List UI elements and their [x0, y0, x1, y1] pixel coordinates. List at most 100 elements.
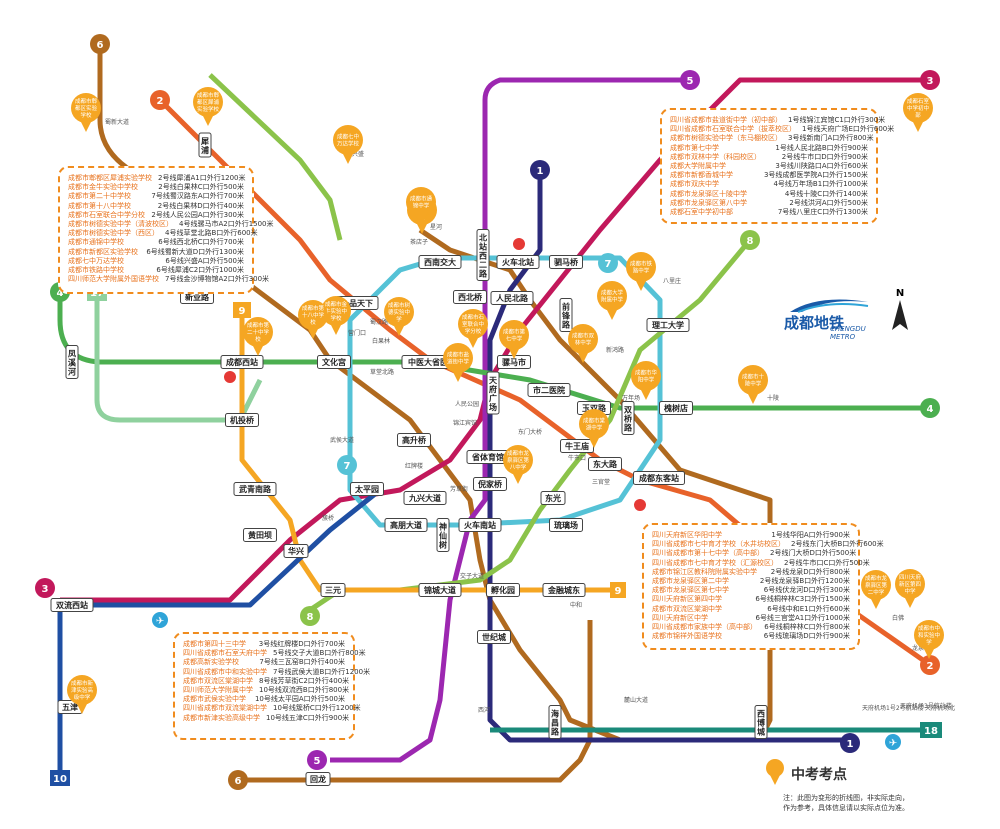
chengdu-metro-logo: 成都地铁 CHENGDU METRO — [784, 294, 874, 341]
exam-pin[interactable]: 成都市龙泉驿区第二中学 — [861, 570, 891, 609]
station-牛王庙[interactable]: 牛王庙 — [560, 439, 594, 453]
exam-pin[interactable]: 成都市金牛实验中学校 — [321, 296, 351, 335]
station-文化宫[interactable]: 文化宫 — [317, 355, 351, 369]
station-理工大学[interactable]: 理工大学 — [646, 318, 690, 332]
legend: 中考考点 — [763, 758, 883, 785]
station-三元[interactable]: 三元 — [320, 583, 346, 597]
station-火车北站[interactable]: 火车北站 — [496, 255, 540, 269]
school-name: 成都市双流区棠湖中学 — [183, 676, 253, 685]
station-天府广场[interactable]: 天府广场 — [486, 371, 500, 415]
svg-text:前: 前 — [562, 302, 570, 312]
station-槐树店[interactable]: 槐树店 — [659, 401, 693, 415]
station-label: 红牌楼 — [405, 462, 423, 470]
station-东大路[interactable]: 东大路 — [588, 457, 622, 471]
exam-pin[interactable]: 四川天府新区第四中学 — [895, 569, 925, 608]
station-金融城东[interactable]: 金融城东 — [542, 583, 586, 597]
exam-pin[interactable]: 成都市新津实验高级中学 — [67, 675, 97, 714]
station-人民北路[interactable]: 人民北路 — [490, 291, 534, 305]
exam-pin[interactable]: 成都大学附属中学 — [597, 281, 627, 320]
station-exit: 2号线东门大桥B口外行600米 — [791, 540, 884, 549]
svg-text:7: 7 — [344, 461, 351, 472]
exam-pin[interactable]: 成都市盐道街中学 — [443, 343, 473, 382]
station-五津[interactable]: 五津 — [57, 700, 83, 714]
exam-pin[interactable]: 成都市中和实验中学 — [914, 620, 944, 659]
school-name: 成都市树德实验中学（清波校区） — [68, 220, 173, 229]
station-exit: 10号线五津C口外行900米 — [266, 713, 350, 722]
station-海昌路[interactable]: 海昌路 — [548, 705, 562, 739]
svg-text:路中学: 路中学 — [633, 267, 650, 275]
svg-text:4: 4 — [57, 288, 64, 299]
station-高升桥[interactable]: 高升桥 — [397, 433, 431, 447]
exam-pin[interactable]: 成都市第七中学 — [499, 320, 529, 359]
school-name: 四川省成都市家族中学（高中部） — [652, 623, 757, 632]
station-武青南路[interactable]: 武青南路 — [233, 482, 277, 496]
exam-pin[interactable]: 成都石室中学初中部 — [903, 93, 933, 132]
station-双流西站[interactable]: 双流西站 — [50, 598, 94, 612]
station-高朋大道[interactable]: 高朋大道 — [384, 518, 428, 532]
station-神仙树[interactable]: 神仙树 — [436, 518, 450, 552]
exam-pin[interactable]: 成都市郫都区犀浦实验学校 — [193, 87, 223, 126]
station-label: 兴盛 — [352, 150, 364, 158]
exam-pin[interactable]: 成都市铁路中学 — [626, 252, 656, 291]
svg-text:成都市十: 成都市十 — [742, 373, 765, 381]
station-前锋路[interactable]: 前锋路 — [559, 298, 573, 332]
school-name: 四川师范大学附属外国语学校 — [68, 275, 159, 284]
exam-pin[interactable]: 成都市通锦中学 — [406, 187, 436, 226]
station-省体育馆[interactable]: 省体育馆 — [466, 450, 510, 464]
exam-pin[interactable]: 成都七中万达学校 — [333, 125, 363, 164]
exam-pin[interactable]: 成都市树德实验中学 — [384, 297, 414, 336]
exam-pin[interactable]: 成都市石室联合中学分校 — [458, 309, 488, 348]
svg-text:中学初中: 中学初中 — [907, 104, 929, 112]
station-双桥路[interactable]: 双桥路 — [621, 401, 635, 435]
station-市二医院[interactable]: 市二医院 — [527, 383, 571, 397]
svg-text:✈: ✈ — [156, 616, 164, 627]
station-成都东客站[interactable]: 成都东客站 — [633, 471, 685, 485]
station-exit: 2号线龙泉D口外行800米 — [770, 567, 850, 576]
station-火车南站[interactable]: 火车南站 — [458, 518, 502, 532]
station-西北桥[interactable]: 西北桥 — [453, 290, 487, 304]
station-琉璃场[interactable]: 琉璃场 — [549, 518, 583, 532]
school-name: 成都市龙泉驿区第二中学 — [652, 577, 729, 586]
station-九兴大道[interactable]: 九兴大道 — [403, 491, 447, 505]
info-box-right-top: 四川省成都市盐道街中学（初中部）1号线锦江宾馆C1口外行300米四川省成都市石室… — [660, 108, 894, 224]
svg-text:✈: ✈ — [889, 738, 897, 749]
exam-pin[interactable]: 成都市第十八中学校 — [298, 300, 328, 339]
station-孵化园[interactable]: 孵化园 — [486, 583, 520, 597]
station-黄田坝[interactable]: 黄田坝 — [243, 528, 277, 542]
station-世纪城[interactable]: 世纪城 — [477, 630, 511, 644]
station-exit: 2号线白果林D口外行400米 — [157, 201, 244, 210]
exam-pin[interactable]: 成都市第二十中学校 — [243, 317, 273, 356]
exam-site-row: 成都市双林中学（科园校区）2号线牛市口D口外行900米 — [670, 153, 868, 162]
station-驷马桥[interactable]: 驷马桥 — [549, 255, 583, 269]
svg-text:都区犀浦: 都区犀浦 — [197, 98, 220, 106]
station-机投桥[interactable]: 机投桥 — [225, 413, 259, 427]
svg-text:学分校: 学分校 — [465, 327, 482, 335]
station-exit: 1号线天府广场E口外行600米 — [802, 125, 895, 134]
svg-text:2: 2 — [157, 96, 164, 107]
station-西南交大[interactable]: 西南交大 — [418, 255, 462, 269]
station-锦城大道[interactable]: 锦城大道 — [418, 583, 462, 597]
exam-pin[interactable]: 成都市龙泉驿区第八中学 — [503, 445, 533, 484]
station-倪家桥[interactable]: 倪家桥 — [473, 477, 507, 491]
station-凤溪河[interactable]: 凤溪河 — [65, 345, 79, 379]
svg-text:德实验中: 德实验中 — [388, 308, 410, 316]
svg-text:华兴: 华兴 — [288, 546, 304, 556]
exam-pin[interactable]: 成都市双林中学 — [568, 324, 598, 363]
station-犀浦[interactable]: 犀浦 — [198, 132, 212, 158]
station-回龙[interactable]: 回龙 — [305, 772, 331, 786]
station-成都西站[interactable]: 成都西站 — [220, 355, 264, 369]
station-西博城[interactable]: 西博城 — [754, 705, 768, 739]
station-东光[interactable]: 东光 — [540, 491, 566, 505]
station-华兴[interactable]: 华兴 — [283, 544, 309, 558]
station-太平园[interactable]: 太平园 — [350, 482, 384, 496]
stations: 犀浦新业路成都西站机投桥武青南路华兴三元双流西站五津回龙西南交大一品天下文化宫中… — [50, 132, 768, 786]
